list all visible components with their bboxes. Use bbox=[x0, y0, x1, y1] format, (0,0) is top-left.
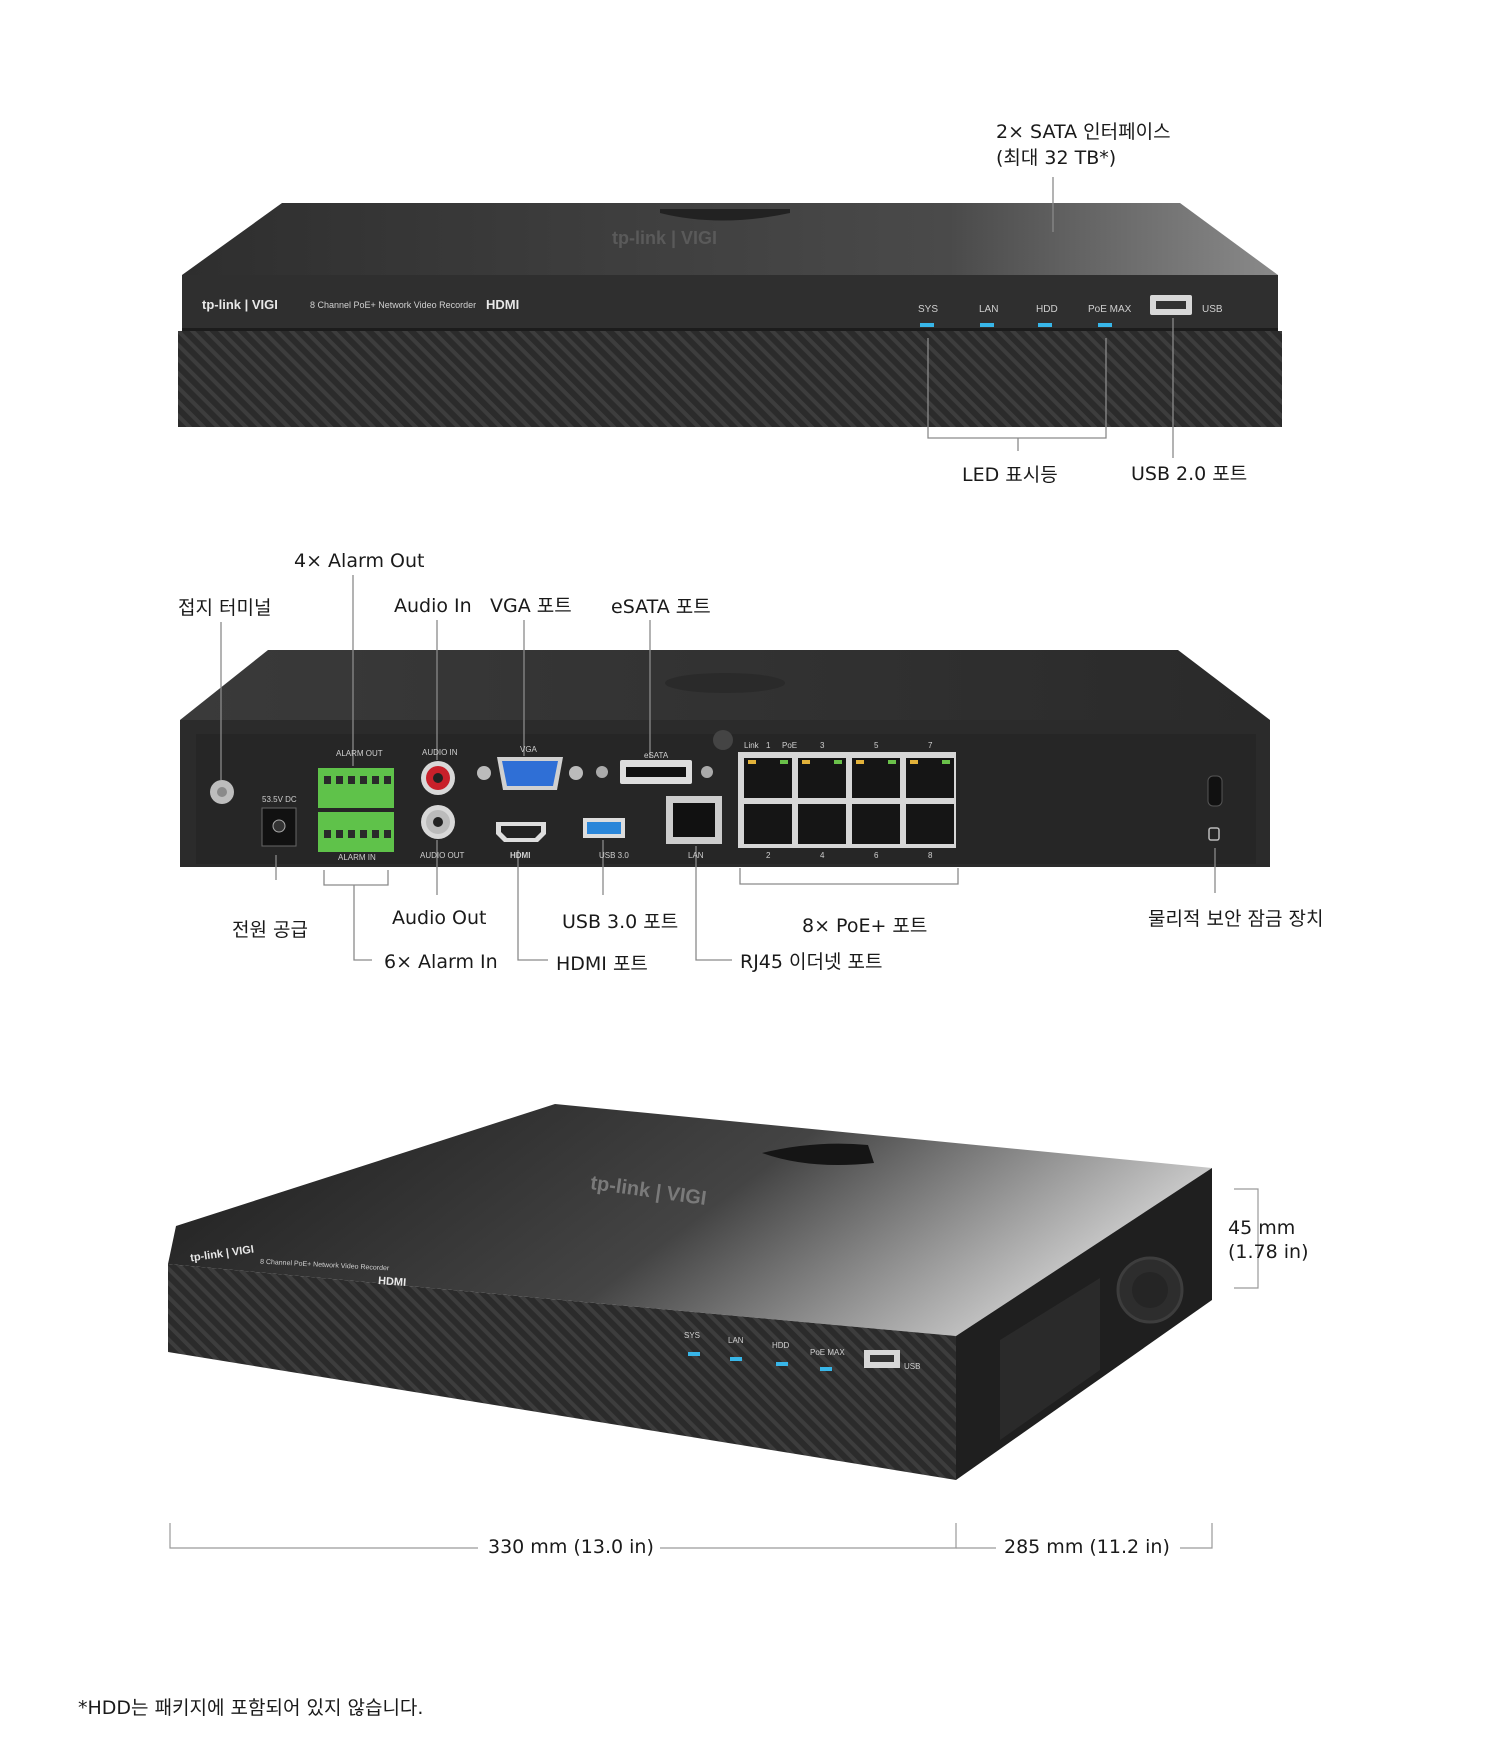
front-panel-hdmi-logo: HDMI bbox=[486, 297, 520, 312]
security-lock-label: 물리적 보안 잠금 장치 bbox=[1148, 908, 1324, 930]
rear-port-2: 2 bbox=[766, 851, 771, 860]
front-led-lan-label: LAN bbox=[979, 304, 999, 315]
depth-dimension: 285 mm (11.2 in) bbox=[1004, 1536, 1170, 1558]
alarm-out-label: 4× Alarm Out bbox=[294, 550, 425, 572]
iso-usb-label: USB bbox=[904, 1362, 921, 1371]
height-dimension: 45 mm bbox=[1228, 1217, 1296, 1239]
front-led-poe-label: PoE MAX bbox=[1088, 304, 1132, 315]
usb2-port-label: USB 2.0 포트 bbox=[1131, 463, 1248, 485]
vga-port-label: VGA 포트 bbox=[490, 595, 572, 617]
rear-esata-label: eSATA bbox=[644, 751, 669, 760]
iso-led-lan-label: LAN bbox=[728, 1336, 744, 1345]
rear-alarm-out-label: ALARM OUT bbox=[336, 749, 383, 758]
rear-port-7: 7 bbox=[928, 741, 933, 750]
front-led-sys-label: SYS bbox=[918, 304, 939, 315]
footnote: *HDD는 패키지에 포함되어 있지 않습니다. bbox=[78, 1697, 424, 1719]
rear-port-8: 8 bbox=[928, 851, 933, 860]
sata-interface-sublabel: (최대 32 TB*) bbox=[996, 147, 1117, 169]
width-dimension: 330 mm (13.0 in) bbox=[488, 1536, 654, 1558]
front-panel-brand: tp-link | VIGI bbox=[202, 297, 278, 312]
rear-vga-label: VGA bbox=[520, 745, 537, 754]
usb3-port-label: USB 3.0 포트 bbox=[562, 911, 679, 933]
dimension-lines bbox=[169, 1188, 1259, 1549]
front-led-hdd-light bbox=[1038, 323, 1052, 327]
led-indicator-label: LED 표시등 bbox=[962, 464, 1058, 486]
power-supply-label: 전원 공급 bbox=[232, 919, 308, 941]
iso-panel-hdmi: HDMI bbox=[377, 1275, 407, 1289]
ground-terminal-label: 접지 터미널 bbox=[178, 597, 272, 619]
front-panel-model: 8 Channel PoE+ Network Video Recorder bbox=[310, 300, 477, 310]
rear-port-6: 6 bbox=[874, 851, 879, 860]
sata-interface-label: 2× SATA 인터페이스 bbox=[996, 121, 1171, 143]
rear-audio-in-label: AUDIO IN bbox=[422, 748, 458, 757]
front-usb-label: USB bbox=[1202, 304, 1223, 315]
front-callout-lines bbox=[927, 177, 1174, 458]
rear-audio-out-label: AUDIO OUT bbox=[420, 851, 465, 860]
rear-hdmi-label: HDMI bbox=[510, 851, 531, 860]
front-led-hdd-label: HDD bbox=[1036, 304, 1058, 315]
front-top-logo: tp-link | VIGI bbox=[612, 228, 718, 248]
rear-port-5: 5 bbox=[874, 741, 879, 750]
front-led-sys-light bbox=[920, 323, 934, 327]
front-led-poe-light bbox=[1098, 323, 1112, 327]
alarm-in-label: 6× Alarm In bbox=[384, 951, 498, 973]
iso-led-hdd-label: HDD bbox=[772, 1341, 790, 1350]
rear-callout-lines bbox=[220, 575, 1216, 961]
rear-port-1: 1 bbox=[766, 741, 771, 750]
rear-usb3-label: USB 3.0 bbox=[599, 851, 629, 860]
rear-link-label: Link bbox=[744, 741, 759, 750]
front-led-lan-light bbox=[980, 323, 994, 327]
iso-led-poe-label: PoE MAX bbox=[810, 1348, 845, 1357]
rear-poe-label: PoE bbox=[782, 741, 798, 750]
rear-lan-label: LAN bbox=[688, 851, 704, 860]
rear-view-device bbox=[180, 650, 1270, 867]
kensington-slot bbox=[1207, 775, 1223, 807]
rear-dc-label: 53.5V DC bbox=[262, 795, 297, 804]
iso-view-device bbox=[168, 1104, 1212, 1480]
rear-port-4: 4 bbox=[820, 851, 825, 860]
hdmi-port-label: HDMI 포트 bbox=[556, 953, 648, 975]
alarm-out-terminal bbox=[318, 768, 394, 808]
esata-port-label: eSATA 포트 bbox=[611, 596, 711, 618]
audio-out-label: Audio Out bbox=[392, 907, 487, 929]
iso-led-sys-label: SYS bbox=[684, 1331, 701, 1340]
front-view-device bbox=[178, 203, 1282, 427]
poe-ports-label: 8× PoE+ 포트 bbox=[802, 915, 928, 937]
height-dimension-in: (1.78 in) bbox=[1228, 1241, 1309, 1263]
rear-port-3: 3 bbox=[820, 741, 825, 750]
rj45-port-label: RJ45 이더넷 포트 bbox=[740, 951, 883, 973]
audio-in-label: Audio In bbox=[394, 595, 472, 617]
rear-alarm-in-label: ALARM IN bbox=[338, 853, 376, 862]
